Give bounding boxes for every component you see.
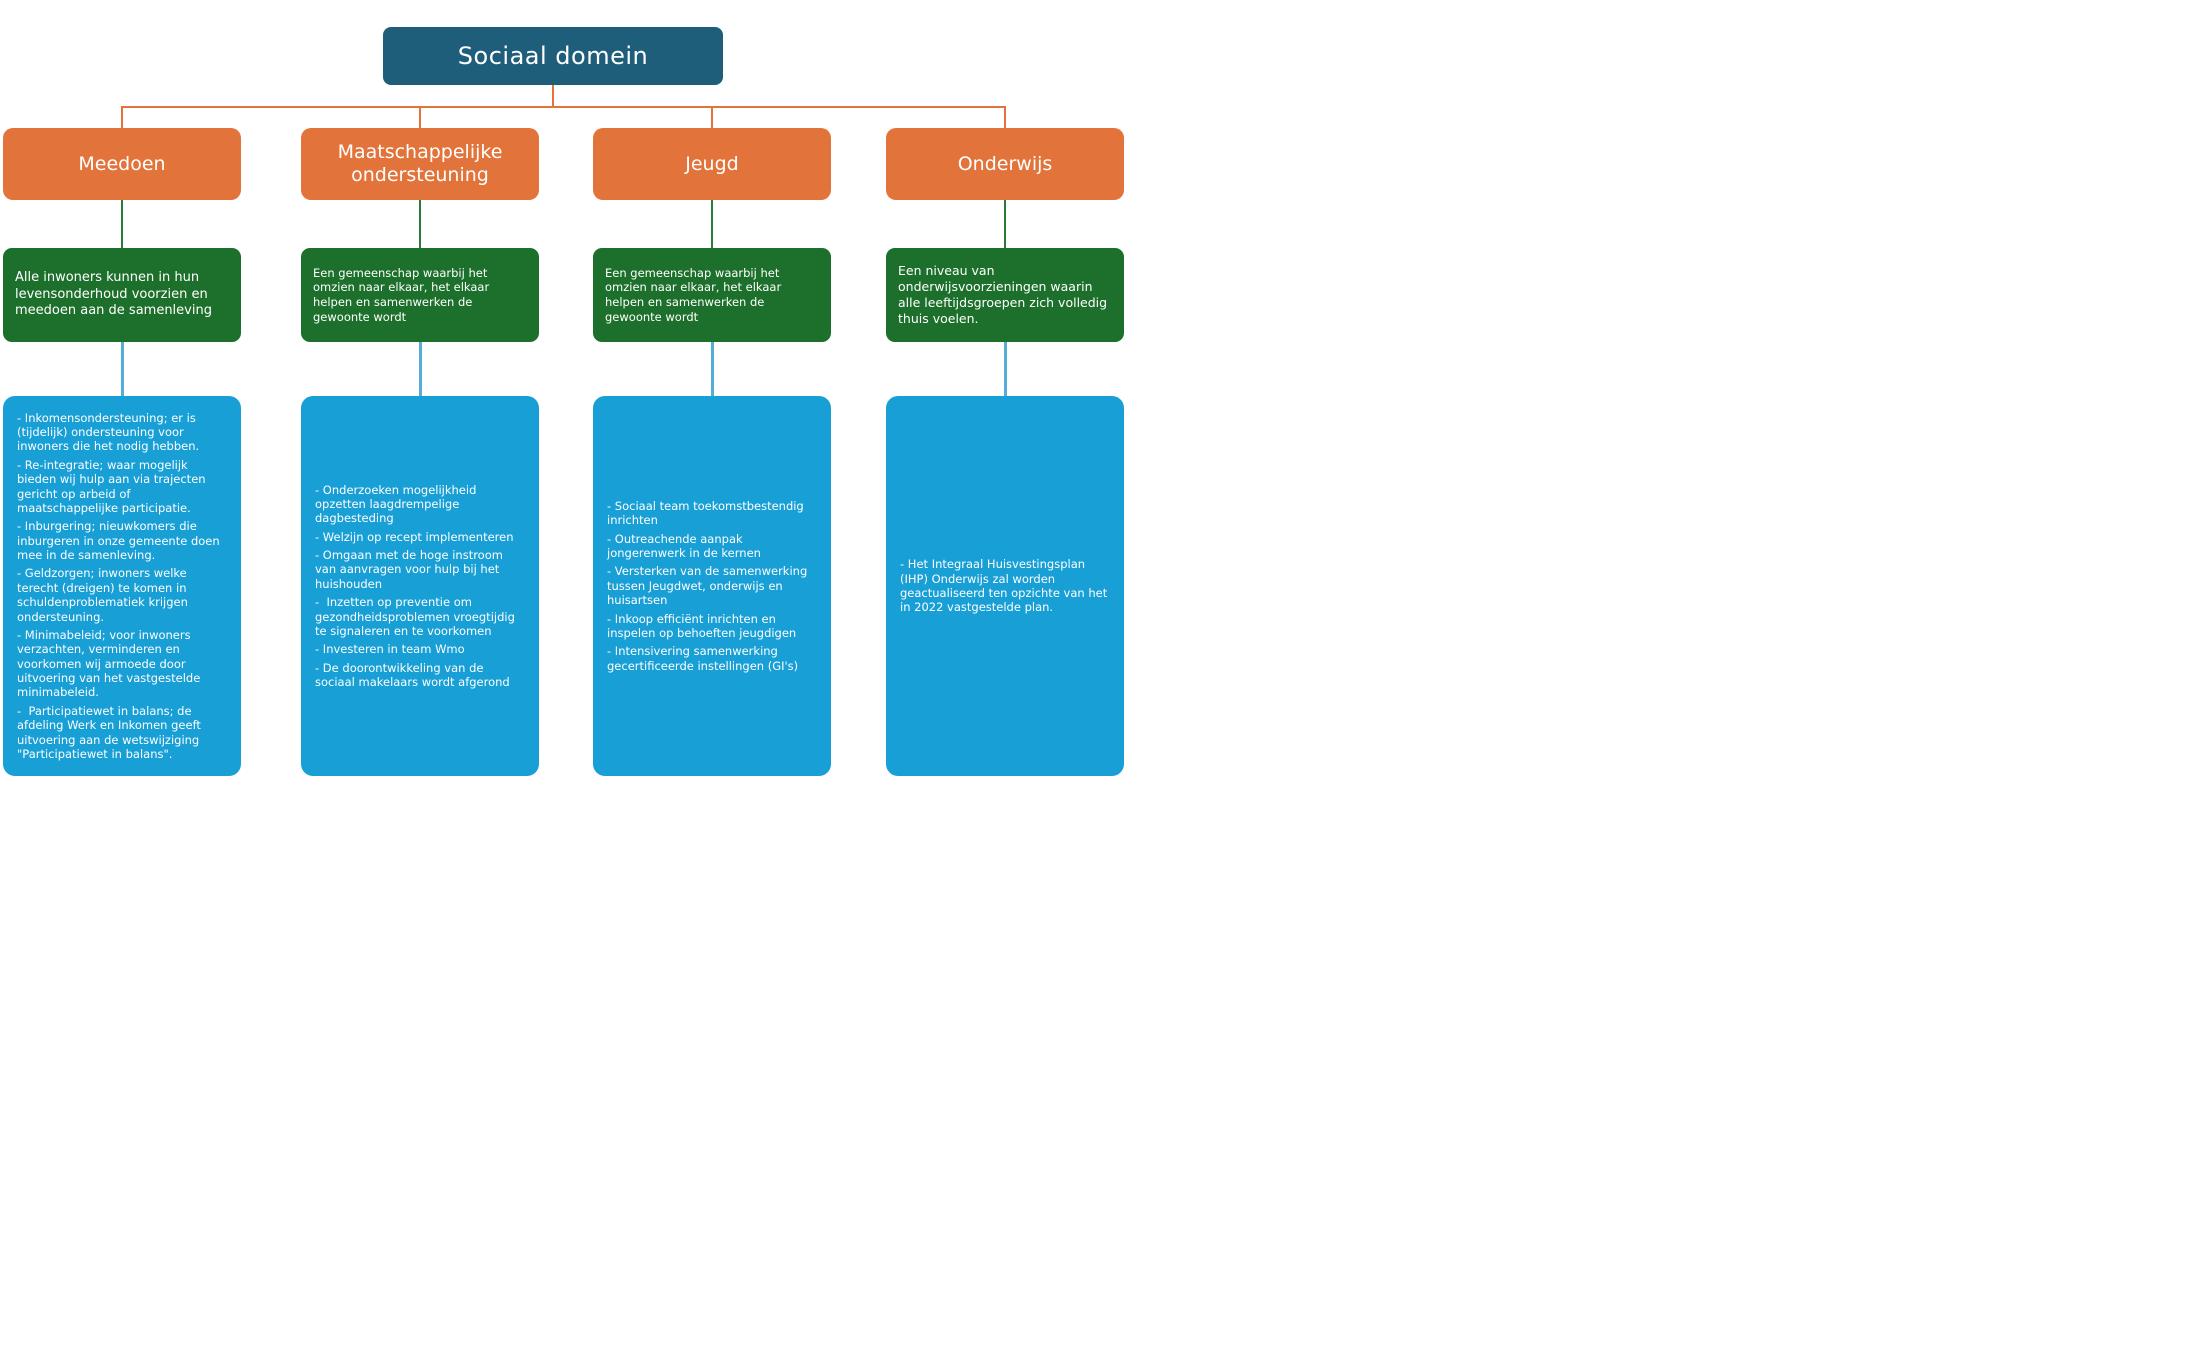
action-item: - Re-integratie; waar mogelijk bieden wi…	[17, 457, 210, 515]
connector-branch-to-vision	[711, 200, 713, 248]
action-item: - Participatiewet in balans; de afdeling…	[17, 703, 205, 761]
root-box: Sociaal domein	[383, 27, 723, 85]
connector-root-to-branch	[121, 106, 123, 129]
root-title: Sociaal domein	[457, 42, 649, 70]
connector-vision-to-actions	[1004, 342, 1007, 396]
vision-box: Een gemeenschap waarbij het omzien naar …	[593, 248, 831, 342]
branch-column-jeugd: Jeugd Een gemeenschap waarbij het omzien…	[593, 0, 831, 790]
actions-box: - Het Integraal Huisvestingsplan (IHP) O…	[886, 396, 1124, 776]
action-item: - Welzijn op recept implementeren	[315, 529, 514, 544]
action-item: - Intensivering samenwerking gecertifice…	[607, 644, 799, 673]
connector-horizontal	[122, 106, 1006, 108]
vision-text: Een gemeenschap waarbij het omzien naar …	[605, 265, 782, 324]
action-item: - Inzetten op preventie om gezondheidspr…	[315, 595, 519, 638]
branch-title-box: Jeugd	[593, 128, 831, 200]
vision-box: Een gemeenschap waarbij het omzien naar …	[301, 248, 539, 342]
branch-title: Maatschappelijke ondersteuning	[337, 141, 503, 186]
action-item: - Het Integraal Huisvestingsplan (IHP) O…	[900, 557, 1111, 615]
action-item: - Minimabeleid; voor inwoners verzachten…	[17, 627, 204, 700]
connector-root-to-branch	[1004, 106, 1006, 129]
action-item: - Geldzorgen; inwoners welke terecht (dr…	[17, 566, 192, 624]
action-item: - Sociaal team toekomstbestendig inricht…	[607, 498, 808, 528]
vision-text: Een niveau van onderwijsvoorzieningen wa…	[898, 263, 1108, 326]
branch-column-meedoen: Meedoen Alle inwoners kunnen in hun leve…	[3, 0, 241, 790]
action-item: - Inkomensondersteuning; er is (tijdelij…	[17, 410, 200, 454]
connector-root-to-branch	[419, 106, 421, 129]
vision-box: Een niveau van onderwijsvoorzieningen wa…	[886, 248, 1124, 342]
branch-title: Onderwijs	[957, 152, 1053, 175]
vision-box: Alle inwoners kunnen in hun levensonderh…	[3, 248, 241, 342]
actions-box: - Onderzoeken mogelijkheid opzetten laag…	[301, 396, 539, 776]
branch-title-box: Maatschappelijke ondersteuning	[301, 128, 539, 200]
connector-vision-to-actions	[121, 342, 124, 396]
connector-branch-to-vision	[121, 200, 123, 248]
branch-title: Jeugd	[685, 152, 739, 175]
actions-box: - Inkomensondersteuning; er is (tijdelij…	[3, 396, 241, 776]
action-item: - Outreachende aanpak jongerenwerk in de…	[607, 531, 761, 561]
connector-branch-to-vision	[419, 200, 421, 248]
action-item: - Inburgering; nieuwkomers die inburgere…	[17, 519, 224, 563]
connector-root-to-branch	[711, 106, 713, 129]
action-item: - Inkoop efficiënt inrichten en inspelen…	[607, 611, 797, 640]
branch-column-maatschappelijke-ondersteuning: Maatschappelijke ondersteuning Een gemee…	[301, 0, 539, 790]
connector-vision-to-actions	[711, 342, 714, 396]
vision-text: Alle inwoners kunnen in hun levensonderh…	[15, 270, 212, 319]
action-item: - Versterken van de samenwerking tussen …	[607, 564, 811, 608]
connector-root-stub	[552, 85, 554, 106]
connector-vision-to-actions	[419, 342, 422, 396]
connector-branch-to-vision	[1004, 200, 1006, 248]
actions-box: - Sociaal team toekomstbestendig inricht…	[593, 396, 831, 776]
action-item: - De doorontwikkeling van de sociaal mak…	[315, 660, 510, 690]
action-item: - Omgaan met de hoge instroom van aanvra…	[315, 548, 507, 591]
branch-title: Meedoen	[78, 152, 166, 175]
action-item: - Onderzoeken mogelijkheid opzetten laag…	[315, 482, 481, 526]
branch-title-box: Meedoen	[3, 128, 241, 200]
branch-title-box: Onderwijs	[886, 128, 1124, 200]
vision-text: Een gemeenschap waarbij het omzien naar …	[313, 265, 490, 324]
branch-column-onderwijs: Onderwijs Een niveau van onderwijsvoorzi…	[886, 0, 1124, 790]
action-item: - Investeren in team Wmo	[315, 642, 465, 657]
